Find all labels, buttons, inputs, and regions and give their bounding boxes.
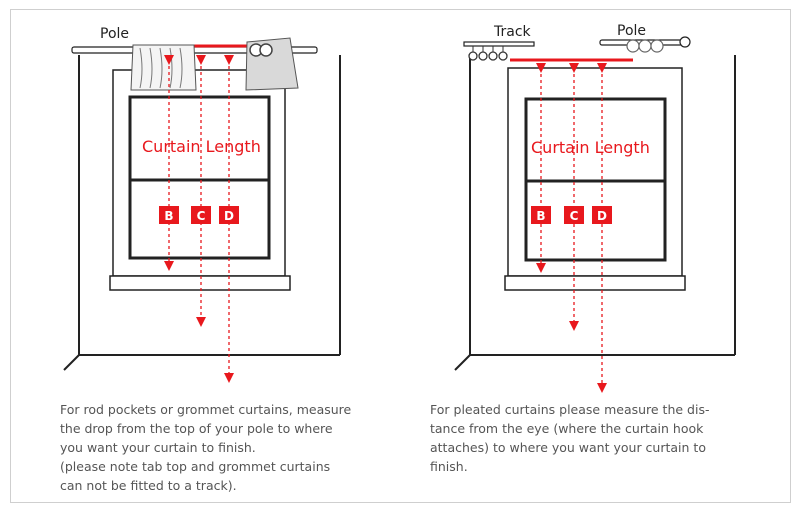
right-window xyxy=(504,67,686,291)
right-track xyxy=(463,41,535,61)
left-curtain-panel xyxy=(130,37,299,91)
right-badge-d-text: D xyxy=(597,209,607,223)
left-badge-d-text: D xyxy=(224,209,234,223)
right-track-label: Track xyxy=(493,24,532,40)
outer-frame xyxy=(10,9,791,503)
left-room xyxy=(63,55,341,371)
left-window xyxy=(109,69,291,291)
left-pole-label: Pole xyxy=(100,26,129,42)
right-curtain-length-label: Curtain Length xyxy=(531,138,650,157)
right-measure-arrows xyxy=(536,63,607,393)
left-caption: For rod pockets or grommet curtains, mea… xyxy=(60,402,352,493)
left-badge-c-text: C xyxy=(197,209,206,223)
right-pole xyxy=(510,36,691,62)
left-badge-c: C xyxy=(191,206,211,224)
left-badge-b: B xyxy=(159,206,179,224)
right-badge-c: C xyxy=(564,206,584,224)
left-measure-arrows xyxy=(164,55,234,383)
right-pole-label: Pole xyxy=(617,23,646,39)
right-badge-b: B xyxy=(531,206,551,224)
right-badge-b-text: B xyxy=(536,209,545,223)
right-badge-c-text: C xyxy=(570,209,579,223)
left-badge-d: D xyxy=(219,206,239,224)
left-badge-b-text: B xyxy=(164,209,173,223)
right-badge-d: D xyxy=(592,206,612,224)
right-caption: For pleated curtains please measure the … xyxy=(430,402,710,474)
